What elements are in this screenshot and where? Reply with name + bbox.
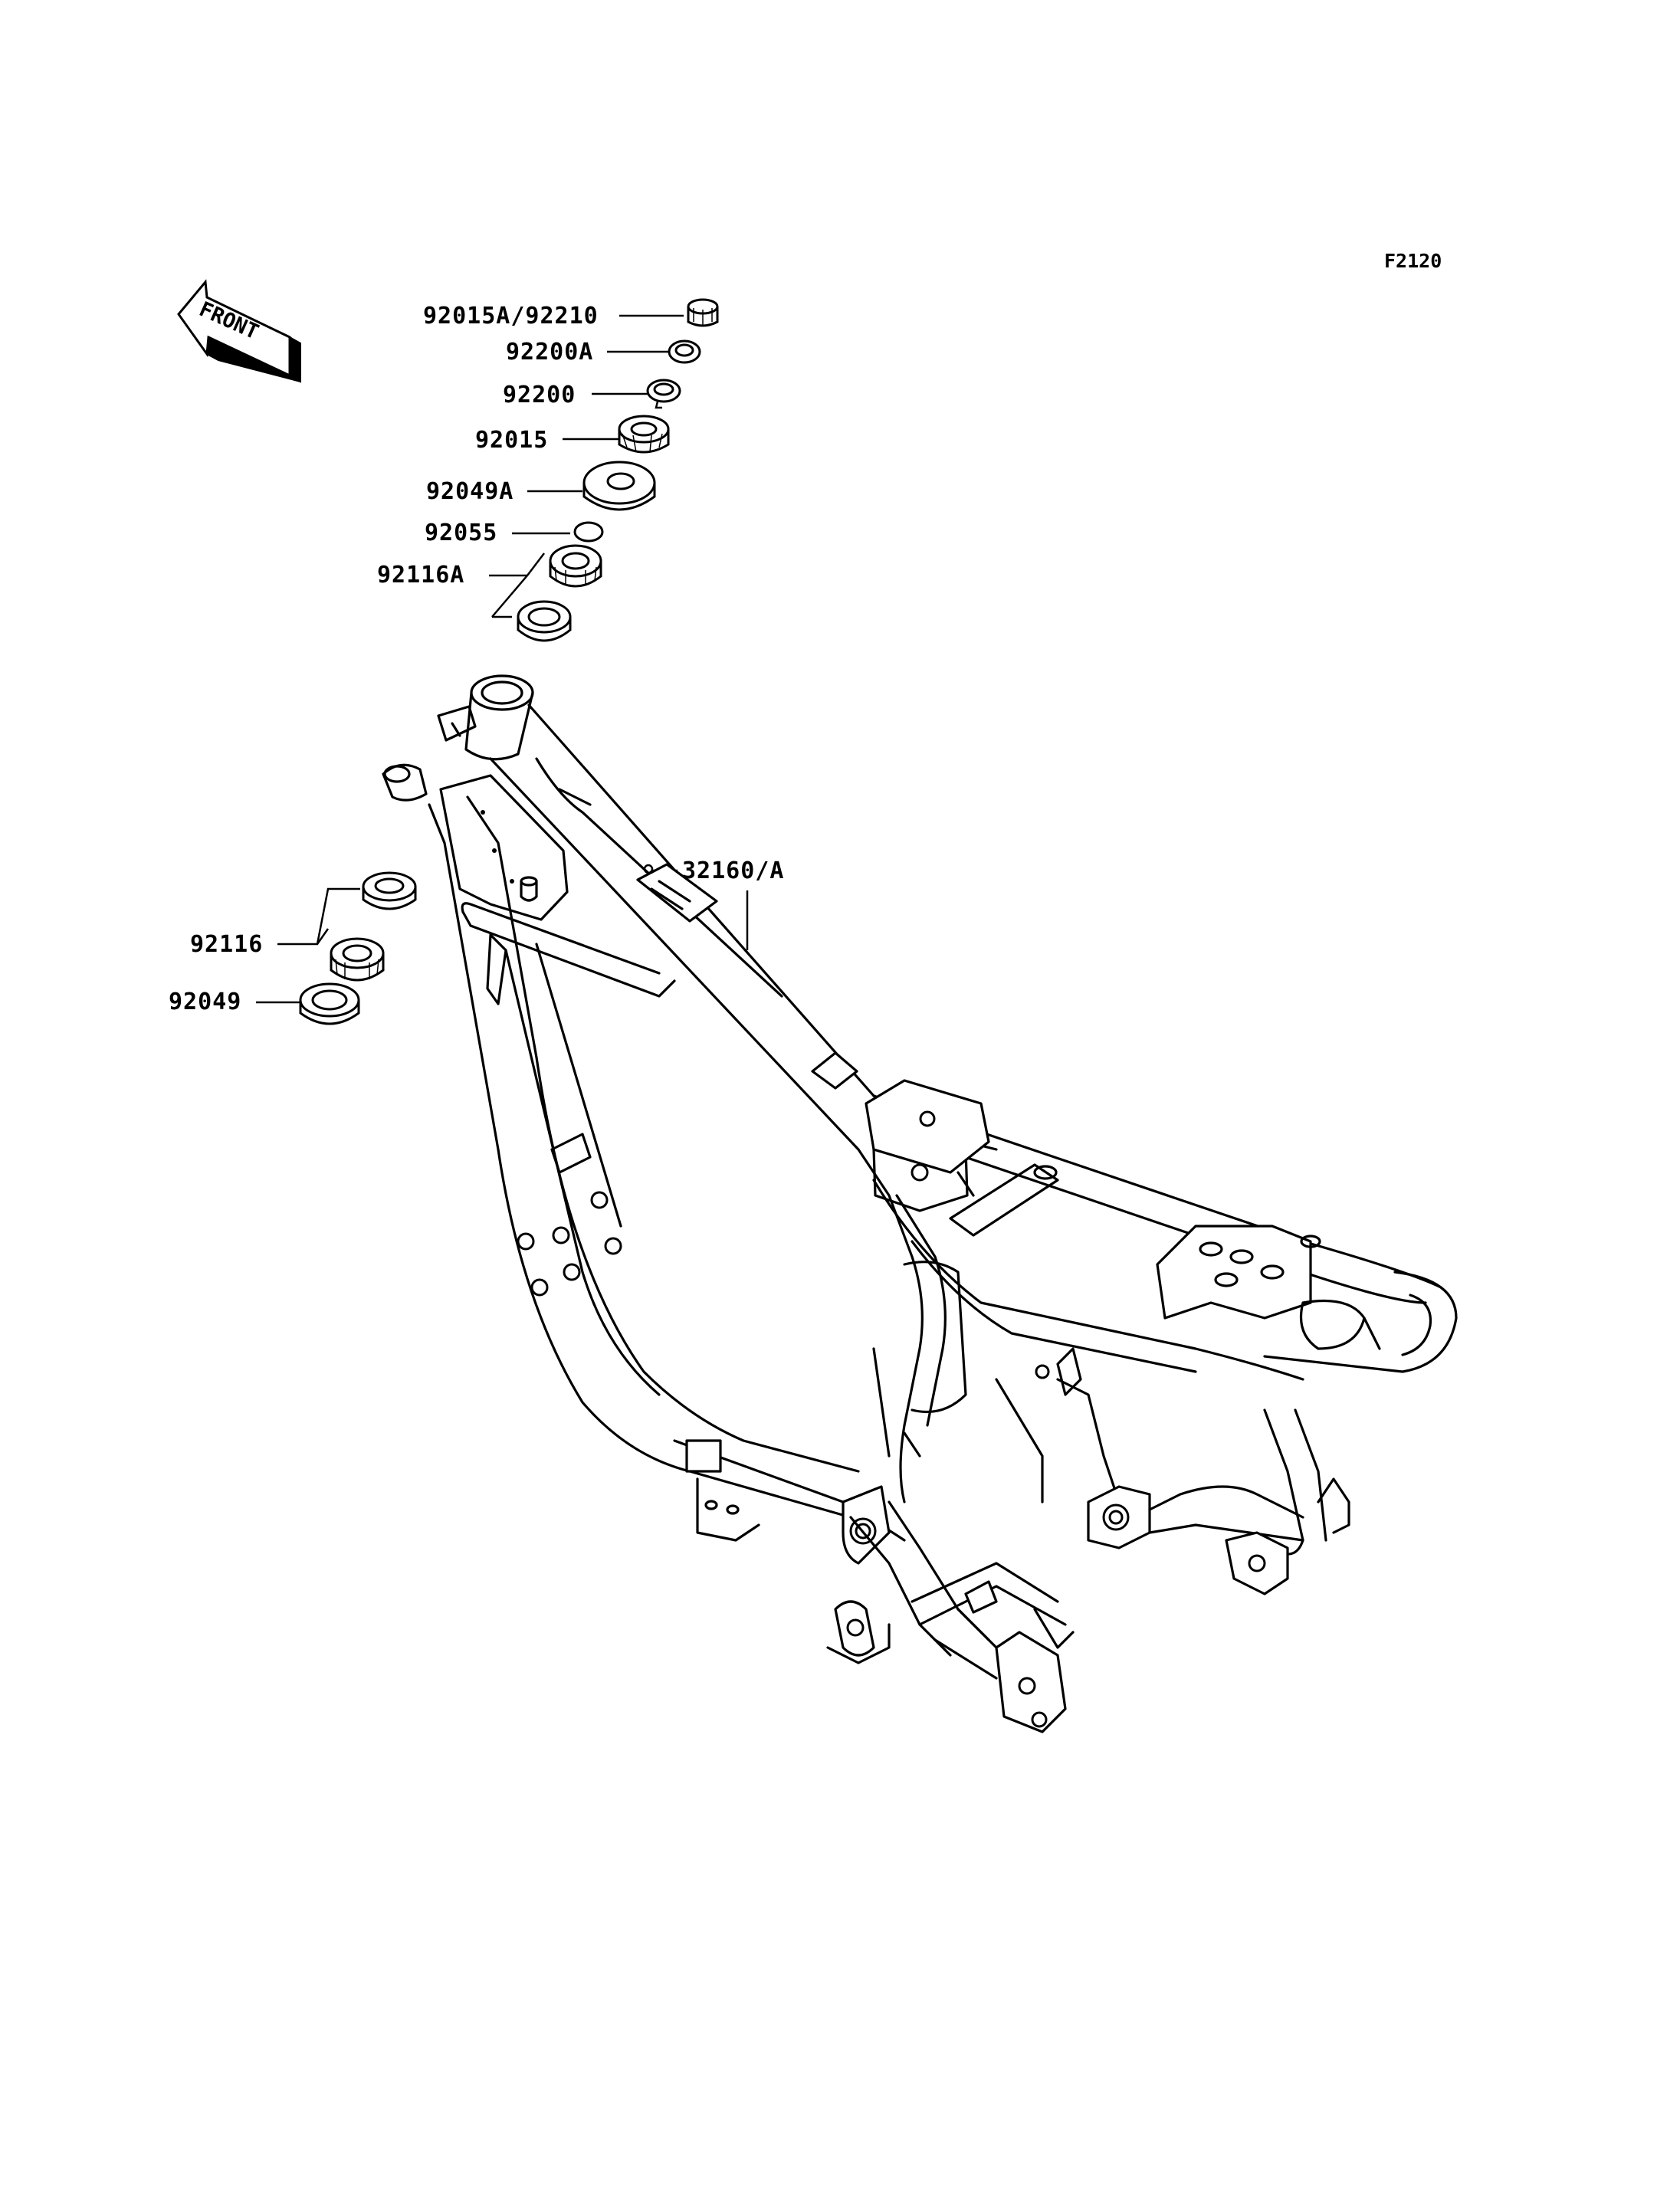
part-label-92015: 92015 <box>475 427 548 454</box>
part-label-92055: 92055 <box>425 520 497 546</box>
stem-lock-washer: 92200 <box>503 379 681 409</box>
part-label-92116A: 92116A <box>377 562 464 589</box>
part-label-32160-A: 32160/A <box>682 857 784 884</box>
stem-seal-a: 92049A <box>426 461 656 511</box>
part-label-92049: 92049 <box>169 989 241 1015</box>
part-label-92049A: 92049A <box>426 478 514 505</box>
stem-nut: 92015 <box>475 415 670 454</box>
stem-o-ring: 92055 <box>425 520 604 546</box>
lower-bearing-set: 92116 92049 <box>169 871 417 1025</box>
figure-code: F2120 <box>1384 250 1442 272</box>
upper-bearing-set: 92116A <box>377 544 602 642</box>
motorcycle-frame: 32160/A <box>382 674 1458 1733</box>
part-label-92116: 92116 <box>190 931 263 958</box>
stem-cap-nut: 92015A/92210 <box>423 298 719 330</box>
part-label-92200A: 92200A <box>506 339 593 366</box>
part-label-92200: 92200 <box>503 382 576 408</box>
front-direction-arrow-icon: FRONT <box>177 279 301 383</box>
stem-washer-a: 92200A <box>506 339 701 366</box>
part-label-92015A-92210: 92015A/92210 <box>423 303 599 330</box>
